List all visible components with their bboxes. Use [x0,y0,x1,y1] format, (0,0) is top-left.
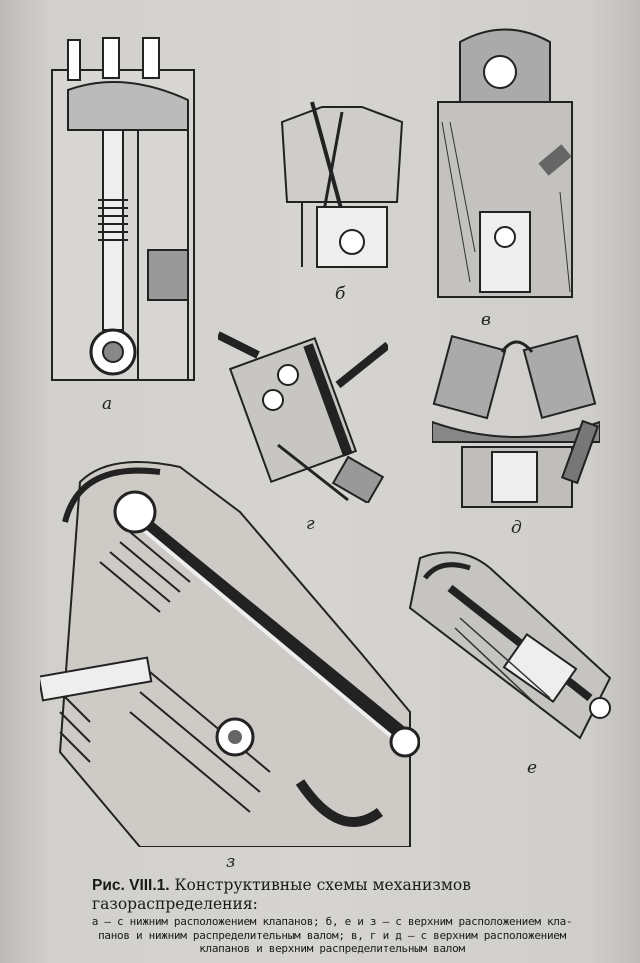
figure-label-g: г [306,514,315,534]
engine-section-drawing-b [280,101,404,268]
figure-e-inclined-engine [400,548,612,743]
figure-label-e: е [527,758,538,778]
caption-line-3: клапанов и верхним распределительным вал… [199,942,465,955]
figure-g-v-engine [218,325,388,503]
caption-line-1: а — с нижним расположением клапанов; б, … [91,915,573,928]
figure-caption: Рис. VIII.1. Конструктивные схемы механи… [52,876,612,956]
figure-label-v: в [481,310,491,330]
caption-line-2: панов и нижним распределительным валом; … [98,928,566,942]
figure-label-z: з [226,852,236,872]
figure-b-ohv-engine [272,92,412,270]
figure-label-b: б [335,284,346,304]
engine-section-drawing-e [408,551,612,740]
engine-section-drawing-g [218,331,388,503]
figure-d-v-engine [432,332,600,510]
figure-label-a: а [102,394,113,414]
engine-section-drawing-d [432,334,600,508]
engine-section-drawing-z [40,461,420,847]
engine-section-drawing-v [437,28,573,298]
caption-title-text: Конструктивные схемы механизмов газорасп… [92,876,471,913]
caption-description: а — с нижним расположением клапанов; б, … [52,915,612,956]
engine-section-drawing-a [51,37,195,381]
figure-a-lower-valve-engine [48,30,198,386]
caption-figure-number: Рис. VIII.1. [92,877,170,894]
caption-title: Рис. VIII.1. Конструктивные схемы механи… [52,876,612,913]
figure-z-inclined-engine [40,452,420,847]
figure-v-ohc-engine [430,22,580,300]
figure-label-d: д [511,518,522,538]
